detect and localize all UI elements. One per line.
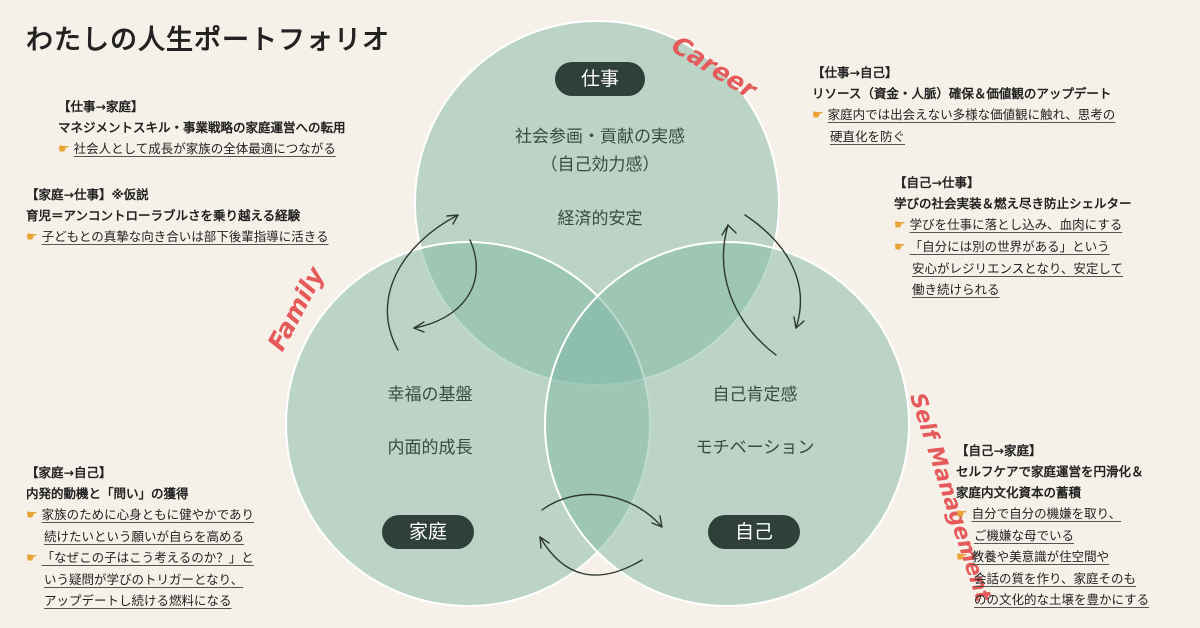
arrow-work-to-self	[744, 214, 802, 329]
bullet-item: ☛社会人として成長が家族の全体最適につながる	[58, 141, 336, 157]
self-circle	[544, 241, 910, 607]
arrow-family-to-work	[386, 214, 459, 351]
pointing-hand-icon: ☛	[58, 142, 70, 157]
family-pill: 家庭	[382, 515, 474, 549]
self-line-2: モチベーション	[695, 438, 815, 458]
pointing-hand-icon: ☛	[956, 550, 968, 565]
bullet-item: ☛家庭内では出会えない多様な価値観に触れ、思考の	[812, 107, 1116, 123]
note-sub-2: 家庭内文化資本の蓄積	[956, 485, 1082, 500]
note-family-to-work: 【家庭→仕事】※仮説 育児＝アンコントローラブルさを乗り越える経験 ☛子どもとの…	[26, 184, 426, 248]
pointing-hand-icon: ☛	[26, 230, 38, 245]
pointing-hand-icon: ☛	[894, 218, 906, 233]
note-self-to-family: 【自己→家庭】 セルフケアで家庭運営を円滑化＆ 家庭内文化資本の蓄積 ☛自分で自…	[956, 440, 1196, 610]
bullet-item: ☛学びを仕事に落とし込み、血肉にする	[894, 217, 1123, 233]
note-sub: 内発的動機と「問い」の獲得	[26, 486, 189, 501]
note-head: 【仕事→自己】	[812, 65, 898, 80]
pointing-hand-icon: ☛	[812, 108, 824, 123]
work-line-1: 社会参画・貢献の実感	[515, 127, 685, 147]
family-line-1: 幸福の基盤	[387, 385, 473, 405]
arrow-family-to-self	[541, 493, 663, 528]
family-line-2: 内面的成長	[387, 438, 473, 458]
note-sub: マネジメントスキル・事業戦略の家庭運営への転用	[58, 120, 346, 135]
note-self-to-work: 【自己→仕事】 学びの社会実装＆燃え尽き防止シェルター ☛学びを仕事に落とし込み…	[894, 172, 1194, 300]
bullet-item: ☛子どもとの真摯な向き合いは部下後輩指導に活きる	[26, 229, 329, 245]
pointing-hand-icon: ☛	[26, 551, 38, 566]
bullet-item: ☛「自分には別の世界がある」という	[894, 239, 1110, 255]
note-head: 【自己→家庭】	[956, 443, 1042, 458]
self-line-1: 自己肯定感	[712, 385, 798, 405]
pointing-hand-icon: ☛	[956, 507, 968, 522]
bullet-item: ☛家族のために心身ともに健やかであり	[26, 507, 255, 523]
note-sub: 学びの社会実装＆燃え尽き防止シェルター	[894, 196, 1132, 211]
note-sub: セルフケアで家庭運営を円滑化＆	[956, 464, 1144, 479]
arrow-self-to-family	[539, 536, 643, 576]
self-pill: 自己	[708, 515, 800, 549]
bullet-item: ☛自分で自分の機嫌を取り、	[956, 506, 1122, 522]
note-sub: リソース（資金・人脈）確保＆価値観のアップデート	[812, 86, 1112, 101]
note-work-to-self: 【仕事→自己】 リソース（資金・人脈）確保＆価値観のアップデート ☛家庭内では出…	[812, 62, 1192, 147]
note-work-to-family: 【仕事→家庭】 マネジメントスキル・事業戦略の家庭運営への転用 ☛社会人として成…	[58, 96, 418, 160]
bullet-item: ☛教養や美意識が住空間や	[956, 549, 1110, 565]
work-line-2: （自己効力感）	[540, 155, 660, 175]
note-sub: 育児＝アンコントローラブルさを乗り越える経験	[26, 208, 301, 223]
page-title: わたしの人生ポートフォリオ	[26, 25, 390, 56]
pointing-hand-icon: ☛	[26, 508, 38, 523]
pointing-hand-icon: ☛	[894, 240, 906, 255]
note-family-to-self: 【家庭→自己】 内発的動機と「問い」の獲得 ☛家族のために心身ともに健やかであり…	[26, 462, 326, 611]
note-head: 【仕事→家庭】	[58, 99, 144, 114]
work-pill: 仕事	[555, 62, 645, 96]
bullet-item: ☛「なぜこの子はこう考えるのか？」と	[26, 550, 254, 566]
note-head: 【家庭→仕事】※仮説	[26, 187, 149, 202]
work-line-3: 経済的安定	[557, 209, 643, 229]
note-head: 【自己→仕事】	[894, 175, 980, 190]
arrow-work-to-family	[413, 239, 477, 329]
arrow-self-to-work	[722, 224, 777, 356]
note-head: 【家庭→自己】	[26, 465, 112, 480]
